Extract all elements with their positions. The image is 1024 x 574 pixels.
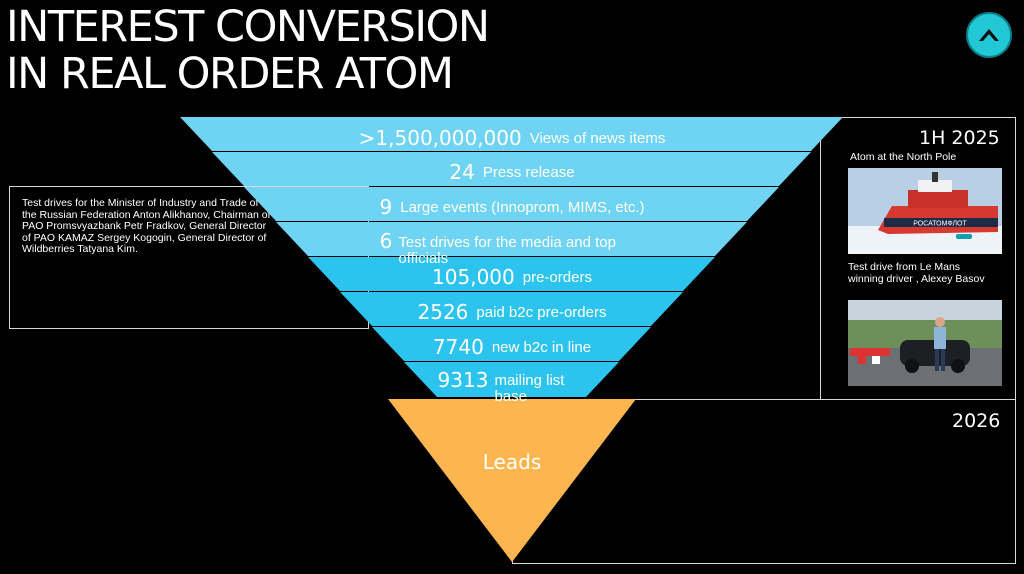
funnel-label: Press release — [483, 164, 575, 181]
period-label-2025: 1H 2025 — [919, 127, 1000, 149]
funnel-value: 7740 — [433, 335, 484, 359]
funnel-label: paid b2c pre-orders — [476, 304, 606, 321]
funnel-label: new b2c in line — [492, 339, 591, 356]
icebreaker-photo: РОСАТОМФЛОТ — [848, 168, 1002, 254]
funnel-leads-section — [388, 399, 636, 562]
funnel-value: 9313 — [438, 368, 489, 392]
test-drive-photo — [848, 300, 1002, 386]
icebreaker-hull-text: РОСАТОМФЛОТ — [913, 221, 967, 228]
funnel-value: 105,000 — [432, 265, 515, 289]
funnel-row-2: 24 Press release — [200, 158, 824, 186]
leads-label: Leads — [420, 450, 604, 474]
funnel-row-5: 105,000 pre-orders — [200, 263, 824, 291]
period-label-2026: 2026 — [952, 410, 1000, 432]
funnel-row-8: 9313 mailing list base — [200, 368, 824, 396]
photo-caption-le-mans: Test drive from Le Mans winning driver ,… — [848, 262, 988, 285]
funnel-row-6: 2526 paid b2c pre-orders — [200, 298, 824, 326]
funnel-label: mailing list base — [494, 368, 586, 405]
funnel-row-1: >1,500,000,000 Views of news items — [200, 124, 824, 152]
funnel-row-7: 7740 new b2c in line — [200, 333, 824, 361]
funnel-value: 9 — [380, 195, 393, 219]
funnel-label: Views of news items — [530, 130, 666, 147]
funnel-label: Test drives for the media and top offici… — [398, 229, 644, 267]
funnel-value: 24 — [449, 160, 474, 184]
photo-caption-north-pole: Atom at the North Pole — [850, 152, 956, 164]
funnel-value: 6 — [380, 229, 393, 253]
funnel-row-3: 9 Large events (Innoprom, MIMS, etc.) — [200, 193, 824, 221]
funnel-label: Large events (Innoprom, MIMS, etc.) — [400, 199, 644, 216]
funnel-row-4: 6 Test drives for the media and top offi… — [200, 229, 824, 257]
funnel-value: >1,500,000,000 — [359, 126, 522, 150]
funnel-label: pre-orders — [523, 269, 592, 286]
funnel-value: 2526 — [418, 300, 469, 324]
